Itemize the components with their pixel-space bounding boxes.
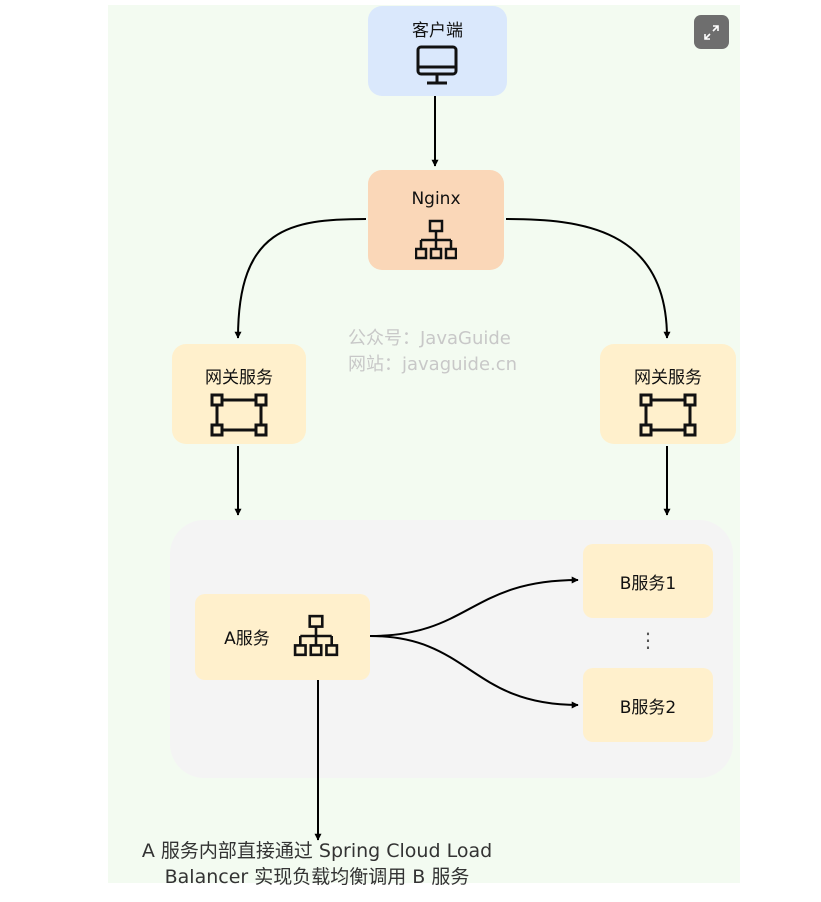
expand-icon — [704, 25, 719, 40]
gateway-right-label: 网关服务 — [634, 368, 702, 388]
watermark-line2: 网站：javaguide.cn — [348, 354, 518, 375]
gateway-right-node: 网关服务 — [600, 344, 736, 444]
edge-service-a-to-b2 — [369, 635, 579, 709]
edge-nginx-to-gateway-left — [234, 218, 367, 339]
network-hierarchy-icon — [293, 614, 339, 657]
frame-nodes-icon — [210, 393, 268, 437]
service-b1-label: B服务1 — [619, 574, 677, 594]
gateway-left-node: 网关服务 — [172, 344, 306, 444]
client-node: 客户端 — [368, 6, 507, 96]
caption-line2: Balancer 实现负载均衡调用 B 服务 — [164, 866, 470, 888]
client-label: 客户端 — [412, 21, 463, 41]
network-hierarchy-icon — [415, 219, 457, 260]
watermark-line1: 公众号：JavaGuide — [348, 328, 511, 349]
service-b1-node: B服务1 — [583, 544, 713, 618]
caption-line1: A 服务内部直接通过 Spring Cloud Load — [141, 840, 493, 862]
service-a-label: A服务 — [224, 629, 270, 649]
expand-button[interactable] — [694, 15, 729, 49]
nginx-label: Nginx — [411, 189, 461, 209]
frame-nodes-icon — [639, 393, 697, 437]
monitor-icon — [416, 45, 458, 85]
gateway-left-label: 网关服务 — [205, 368, 273, 388]
nginx-node: Nginx — [368, 170, 504, 270]
service-a-node: A服务 — [195, 594, 370, 680]
service-b2-node: B服务2 — [583, 668, 713, 742]
edge-nginx-to-gateway-right — [505, 218, 671, 339]
ellipsis-marker: ⋮ — [638, 628, 658, 652]
service-b2-label: B服务2 — [619, 698, 677, 718]
edge-service-a-to-b1 — [369, 576, 579, 637]
